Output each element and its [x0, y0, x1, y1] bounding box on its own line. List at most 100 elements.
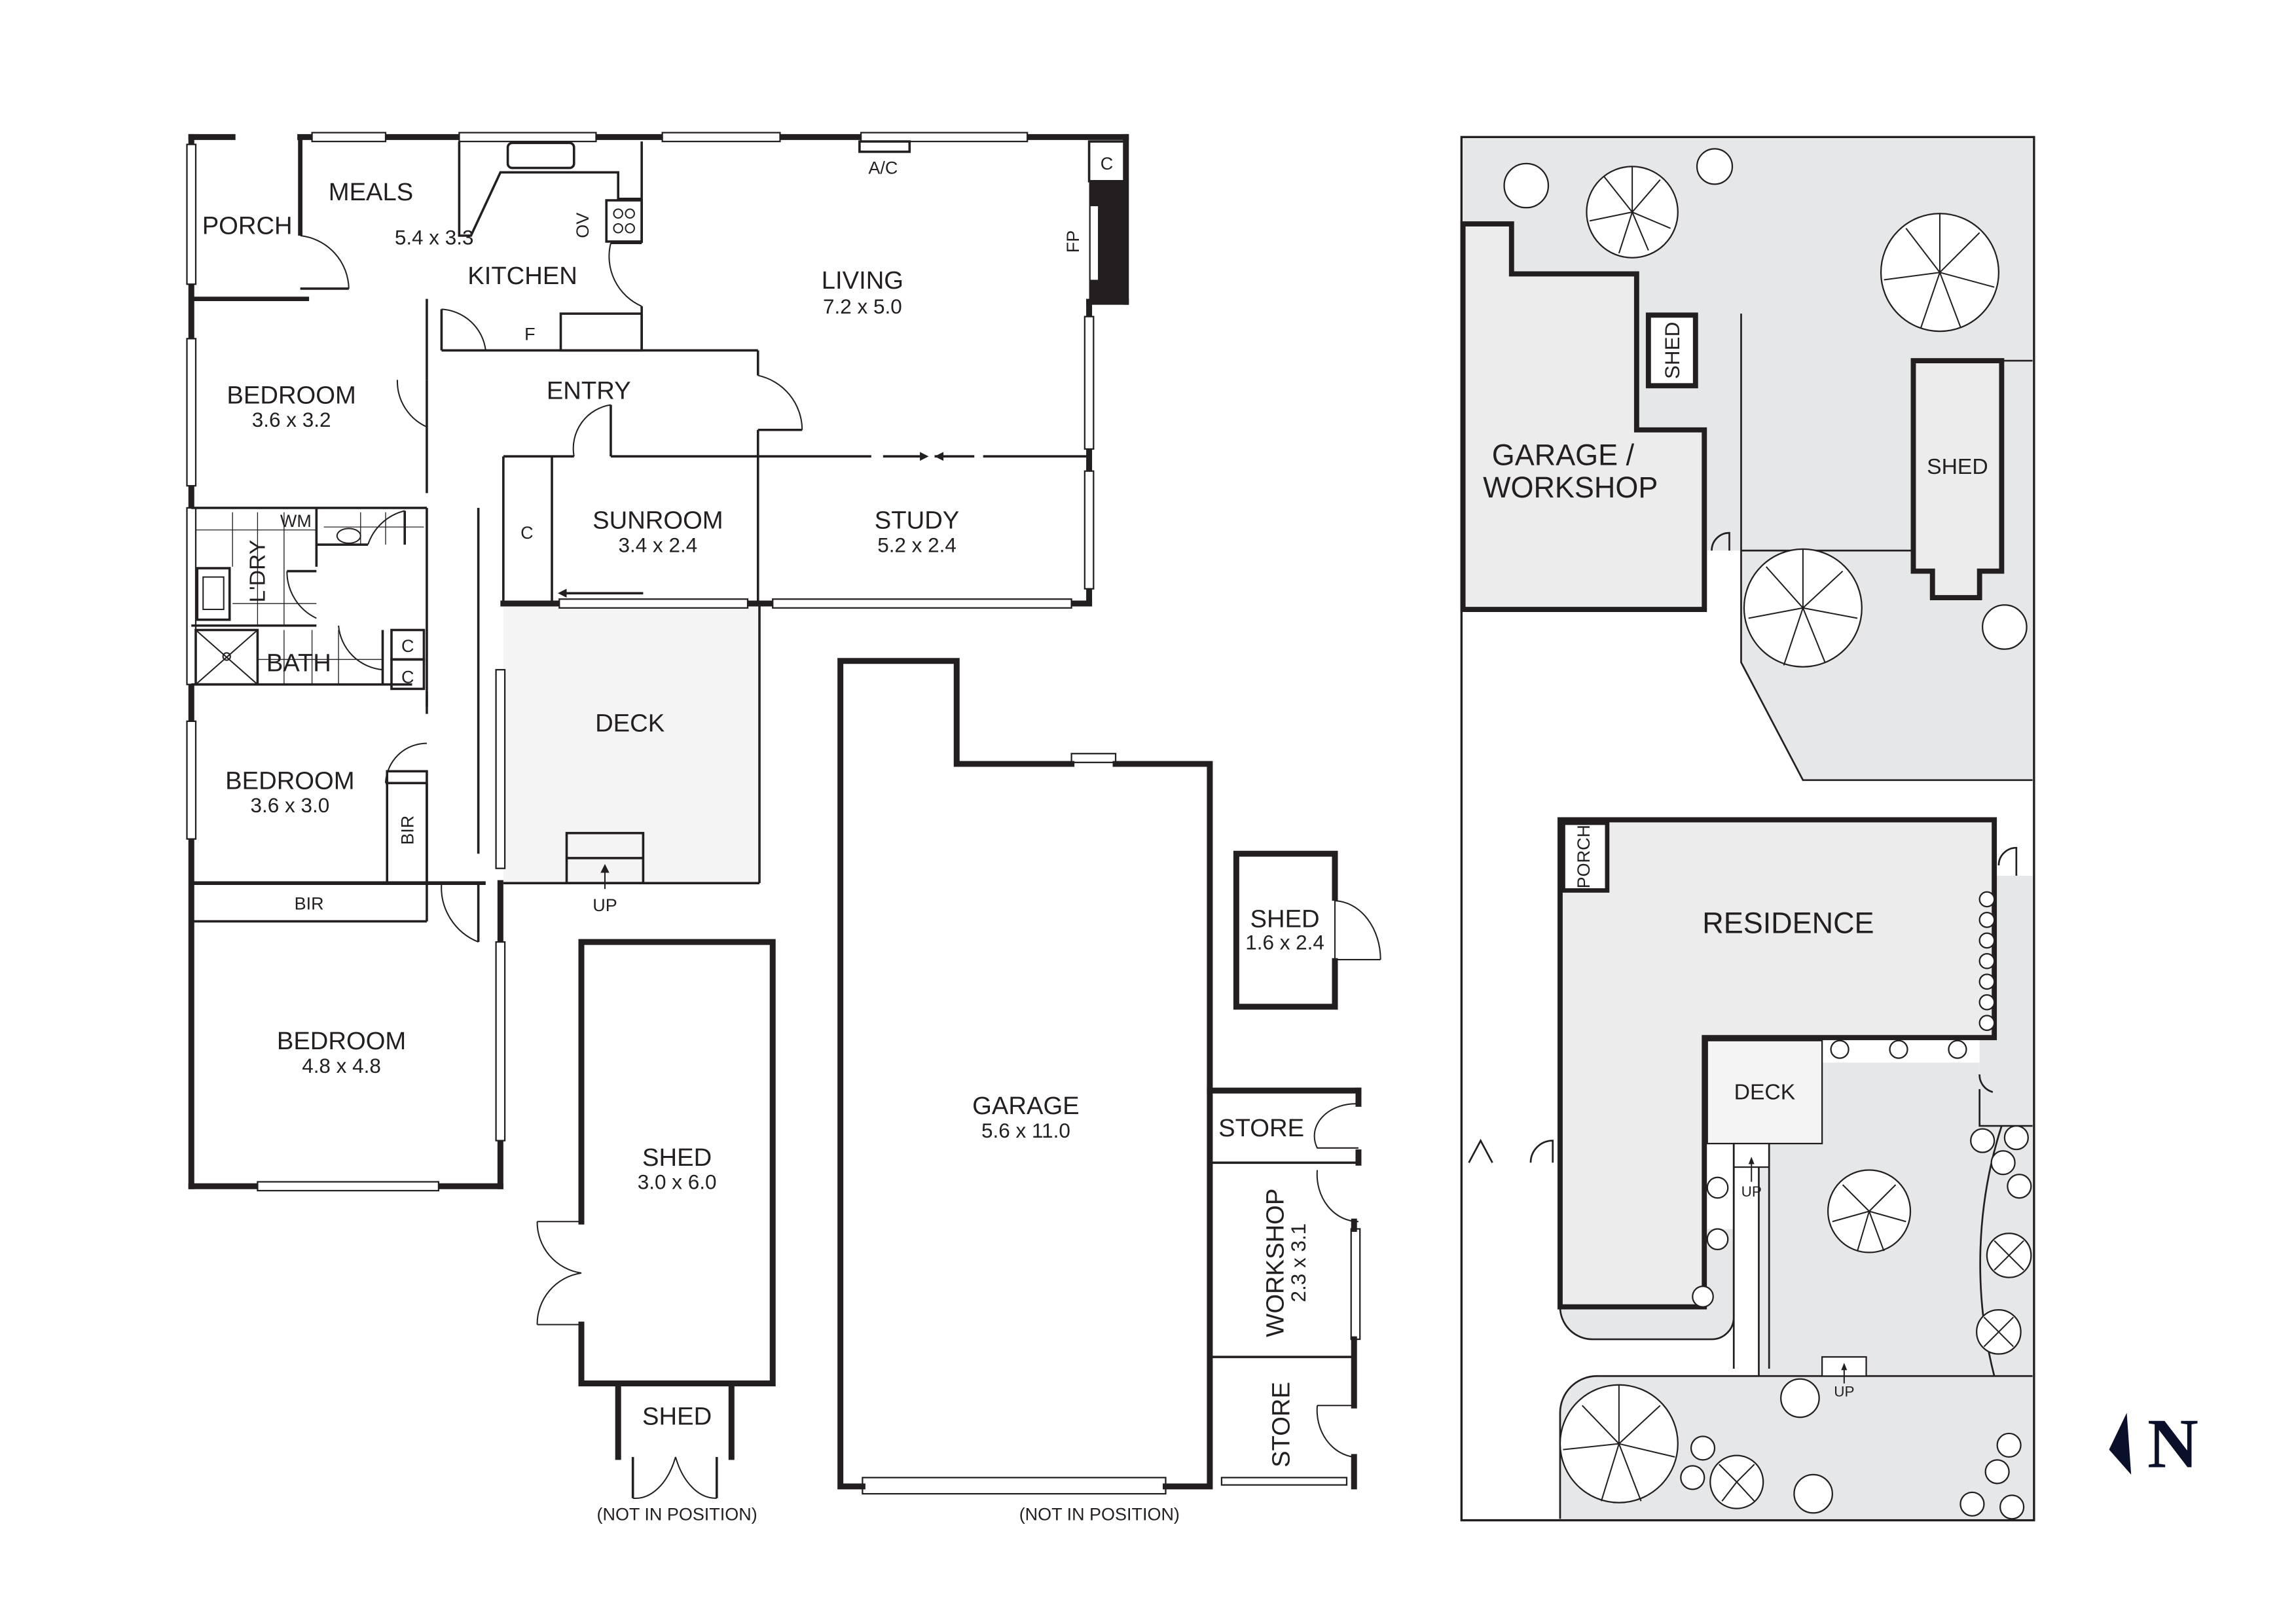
aircon-label: A/C — [868, 158, 898, 178]
interior-walls — [191, 137, 1126, 943]
site-porch — [1561, 820, 1610, 893]
shrub-icon — [1780, 1378, 1820, 1418]
garage: GARAGE 5.6 x 11.0 (NOT IN POSITION) — [837, 658, 1213, 1524]
shrub-icon — [2007, 1174, 2032, 1199]
site-deck-label: DECK — [1734, 1080, 1796, 1105]
shrub-icon — [1696, 148, 1734, 185]
shrub-icon — [1978, 994, 1995, 1011]
shed-not-in-position: (NOT IN POSITION) — [596, 1505, 757, 1524]
shrub-icon — [1978, 911, 1995, 928]
deck-area — [503, 604, 760, 884]
shrub-icon — [1996, 1432, 2022, 1458]
porch-label: PORCH — [202, 212, 293, 240]
fridge-label: F — [524, 325, 535, 344]
site-porch-label: PORCH — [1574, 825, 1594, 888]
north-label: N — [2147, 1405, 2198, 1483]
shrub-icon — [1793, 1473, 1833, 1514]
bath-label: BATH — [266, 649, 331, 677]
tree-icon — [1559, 1384, 1679, 1504]
shrub-icon — [1982, 604, 2028, 650]
shrub-icon — [1706, 1228, 1729, 1251]
tree-icon — [1976, 1308, 2022, 1355]
bedroom2-dims: 3.6 x 3.0 — [251, 794, 330, 817]
shed-large-label: SHED — [642, 1144, 712, 1172]
shed-small-attached-label: SHED — [642, 1402, 712, 1430]
study-label: STUDY — [875, 506, 959, 534]
site-garage-workshop-line2: WORKSHOP — [1483, 471, 1658, 504]
bath-cupboard-1-label: C — [401, 636, 414, 656]
shrub-icon — [1978, 952, 1995, 969]
shrub-icon — [1690, 1435, 1716, 1461]
shrub-icon — [1978, 932, 1995, 949]
front-garden — [1559, 1376, 2033, 1519]
shed-small-attached: SHED (NOT IN POSITION) — [596, 1380, 757, 1524]
windows — [186, 132, 1361, 1495]
shrub-icon — [1999, 1494, 2025, 1520]
entry-label: ENTRY — [547, 377, 631, 405]
bedroom3-dims: 4.8 x 4.8 — [302, 1054, 381, 1077]
bath-cupboard-2-label: C — [401, 667, 414, 687]
garage-dims: 5.6 x 11.0 — [981, 1119, 1070, 1142]
shed-small: SHED 1.6 x 2.4 — [1233, 850, 1381, 1010]
bedroom2-label: BEDROOM — [225, 766, 354, 795]
laundry-label: L'DRY — [246, 540, 270, 603]
sunroom-cupboard-label: C — [520, 523, 533, 543]
north-arrow: N — [2109, 1405, 2198, 1483]
shrub-icon — [2003, 1125, 2029, 1151]
shrub-icon — [1959, 1491, 1985, 1517]
site-garage-workshop — [1460, 221, 1707, 612]
workshop-label: WORKSHOP — [1261, 1189, 1289, 1337]
store-bottom-label: STORE — [1267, 1382, 1295, 1468]
bedroom3-label: BEDROOM — [277, 1027, 406, 1055]
shrub-icon — [1984, 1459, 2010, 1485]
site-plan: GARAGE / WORKSHOP SHED SHED PORCH RESIDE… — [1460, 135, 2035, 1522]
tree-icon — [1743, 548, 1863, 668]
oven-label: OV — [573, 213, 592, 238]
shrubs — [1503, 148, 2032, 1520]
shrub-icon — [1503, 162, 1550, 209]
tree-icon — [1709, 1454, 1764, 1509]
site-shed-small — [1645, 312, 1698, 389]
shrub-icon — [1830, 1039, 1850, 1059]
shed-small-label: SHED — [1250, 905, 1320, 933]
store-workshop-block: STORE WORKSHOP 2.3 x 3.1 STORE — [1207, 1087, 1362, 1490]
site-deck — [1706, 1039, 1823, 1145]
site-residence — [1558, 817, 1997, 1310]
sunroom-label: SUNROOM — [592, 506, 723, 534]
store-top-label: STORE — [1218, 1114, 1304, 1142]
bedroom2-robe-label: BIR — [398, 816, 418, 845]
shrub-icon — [1990, 1150, 2016, 1176]
shrub-icon — [1978, 973, 1995, 990]
meals-label: MEALS — [329, 178, 414, 206]
shrub-icon — [1978, 891, 1995, 908]
tile-grid — [195, 512, 424, 685]
sunroom-dims: 3.4 x 2.4 — [619, 533, 698, 556]
shrub-icon — [1978, 1015, 1995, 1032]
deck-label: DECK — [595, 710, 665, 738]
bedroom1-dims: 3.6 x 3.2 — [252, 408, 331, 431]
living-label: LIVING — [822, 266, 903, 295]
site-garage-workshop-line1: GARAGE / — [1492, 439, 1635, 472]
fireplace-label: FP — [1063, 230, 1083, 253]
workshop-dims: 2.3 x 3.1 — [1287, 1223, 1310, 1303]
garage-not-in-position: (NOT IN POSITION) — [1019, 1505, 1180, 1524]
meals-dims: 5.4 x 3.3 — [395, 226, 474, 249]
shed-large-dims: 3.0 x 6.0 — [638, 1171, 717, 1194]
site-shed — [1910, 358, 2005, 600]
tree-icon — [1880, 213, 2000, 333]
residence-garden-bed — [1559, 1229, 1734, 1340]
shed-large: SHED 3.0 x 6.0 — [536, 939, 776, 1386]
site-garden-stairs-label: UP — [1834, 1384, 1854, 1400]
tree-icon — [1586, 166, 1679, 259]
room-labels: PORCH MEALS 5.4 x 3.3 KITCHEN OV F LIVIN… — [202, 154, 1114, 1077]
bedroom1-label: BEDROOM — [227, 381, 355, 409]
shrub-icon — [1706, 1176, 1729, 1199]
north-arrow-icon — [2109, 1413, 2132, 1475]
hall-robe-label: BIR — [295, 894, 324, 914]
deck-stairs-label: UP — [592, 895, 617, 915]
living-cupboard-label: C — [1101, 154, 1113, 173]
shrub-icon — [1692, 1286, 1714, 1308]
tree-icon — [1986, 1233, 2032, 1278]
shrub-icon — [1948, 1039, 1967, 1059]
